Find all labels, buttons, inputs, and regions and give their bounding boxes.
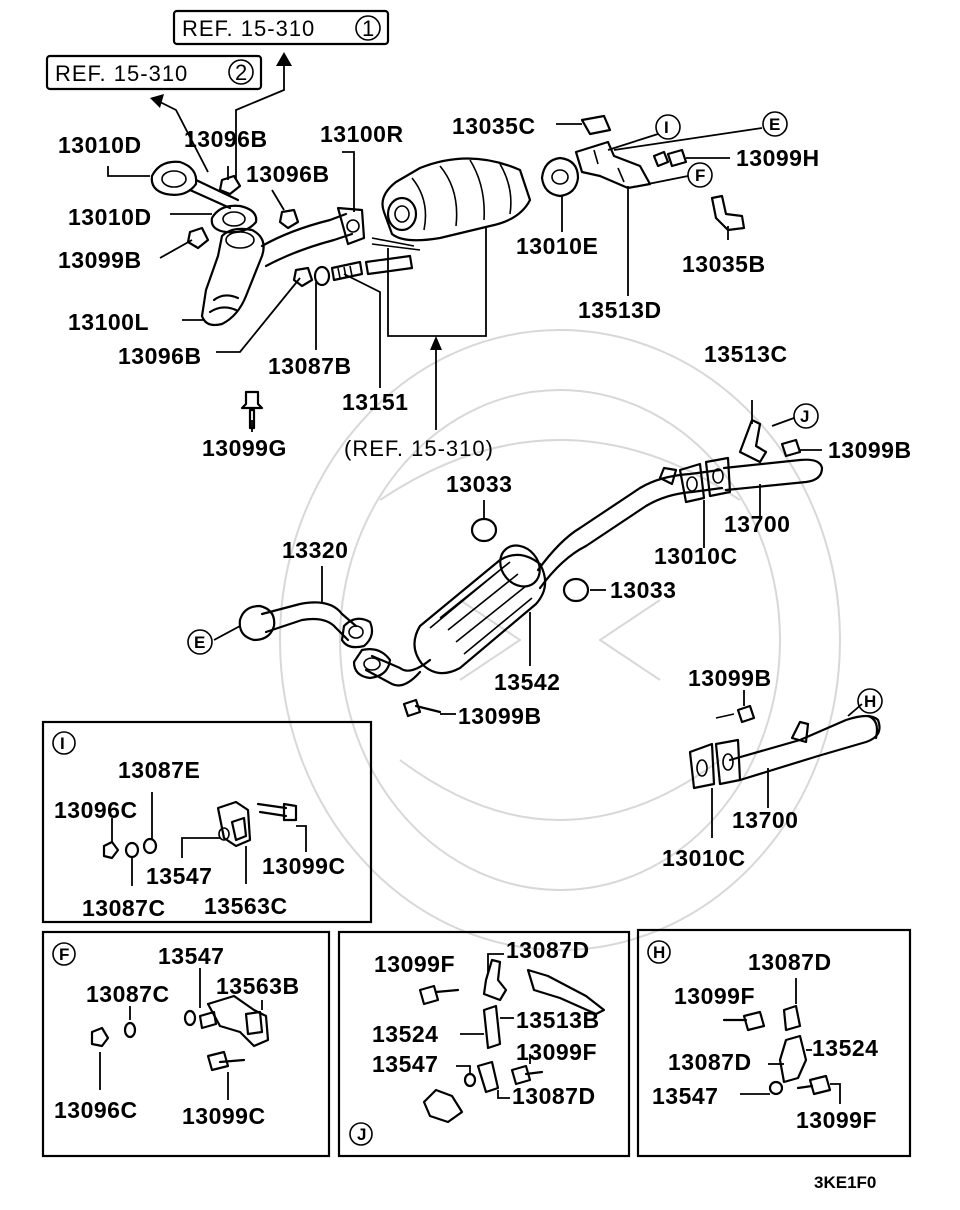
label-13151: 13151 (342, 389, 408, 415)
ref-box-1: REF. 15-310 1 (172, 9, 390, 46)
detail-I-label-13087E: 13087E (118, 757, 200, 783)
label-13700-lower: 13700 (732, 807, 798, 833)
ref-box-2: REF. 15-310 2 (45, 54, 263, 91)
detail-box-F: F 13547 13087C 13563B 13096C 13099C (41, 930, 331, 1158)
callout-E: E (769, 115, 780, 134)
detail-F-label-13087C: 13087C (86, 981, 170, 1007)
label-13100R: 13100R (320, 121, 404, 147)
detail-I-letter: I (60, 734, 65, 753)
rear-pipe-lower (688, 704, 881, 790)
detail-F-label-13563B: 13563B (216, 973, 300, 999)
label-13096B-b: 13096B (246, 161, 330, 187)
detail-H-label-13087D-a: 13087D (748, 949, 832, 975)
detail-H-label-13087D-b: 13087D (668, 1049, 752, 1075)
detail-H-label-13099F-a: 13099F (674, 983, 755, 1009)
label-13099B-b: 13099B (828, 437, 912, 463)
hanger-upper-right (540, 114, 746, 232)
callout-J: J (800, 407, 809, 426)
catalytic-converter (371, 157, 532, 251)
detail-J-label-13099F-a: 13099F (374, 951, 455, 977)
ref-2-number: 2 (235, 60, 248, 85)
pipe-13320 (238, 601, 374, 649)
detail-J-label-13524: 13524 (372, 1021, 438, 1047)
label-13513C: 13513C (704, 341, 788, 367)
detail-J-label-13547: 13547 (372, 1051, 438, 1077)
callout-E-lower: E (194, 633, 205, 652)
detail-J-label-13513B: 13513B (516, 1007, 600, 1033)
label-13096B-a: 13096B (184, 126, 268, 152)
label-13096B-c: 13096B (118, 343, 202, 369)
label-13010D-lower: 13010D (68, 204, 152, 230)
callout-H: H (864, 692, 876, 711)
detail-I-label-13547: 13547 (146, 863, 212, 889)
label-13010D-upper: 13010D (58, 132, 142, 158)
detail-J-label-13087D-a: 13087D (506, 937, 590, 963)
label-13099H: 13099H (736, 145, 820, 171)
ref-1-text: REF. 15-310 (182, 16, 315, 41)
detail-F-letter: F (59, 945, 69, 964)
callout-I: I (664, 118, 669, 137)
label-13087B: 13087B (268, 353, 352, 379)
label-13099G: 13099G (202, 435, 287, 461)
label-13099B-d: 13099B (688, 665, 772, 691)
ref-arrows (150, 52, 292, 180)
ref-3-text: (REF. 15-310) (344, 436, 494, 461)
leader-lines (107, 123, 863, 838)
detail-I-label-13099C: 13099C (262, 853, 346, 879)
detail-H-label-13547: 13547 (652, 1083, 718, 1109)
detail-box-H: H 13087D 13099F 13524 13087D 13547 13099… (636, 928, 912, 1158)
detail-F-label-13547: 13547 (158, 943, 224, 969)
detail-J-label-13099F-b: 13099F (516, 1039, 597, 1065)
label-13033-a: 13033 (446, 471, 512, 497)
label-13033-b: 13033 (610, 577, 676, 603)
label-13700-upper: 13700 (724, 511, 790, 537)
label-13099B-c: 13099B (458, 703, 542, 729)
detail-box-I: I 13087E 13096C 13547 13099C 13087C 1356… (41, 720, 373, 924)
detail-H-label-13099F-b: 13099F (796, 1107, 877, 1133)
detail-H-label-13524: 13524 (812, 1035, 878, 1061)
callout-circles: I E F J E H (187, 111, 883, 714)
front-pipe-assembly (150, 160, 414, 430)
part-labels: 13010D 13096B 13096B 13100R 13010D 13099… (58, 113, 912, 871)
watermark-emblem (279, 329, 841, 951)
ref-2-text: REF. 15-310 (55, 61, 188, 86)
label-13100L: 13100L (68, 309, 149, 335)
detail-F-label-13099C: 13099C (182, 1103, 266, 1129)
detail-box-J: J 13099F 13087D 13524 13513B 13099F 1354… (337, 930, 631, 1158)
label-13010C-lower: 13010C (662, 845, 746, 871)
detail-I-label-13096C: 13096C (54, 797, 138, 823)
label-13320: 13320 (282, 537, 348, 563)
detail-H-letter: H (653, 943, 665, 962)
diagram-code: 3KE1F0 (814, 1173, 876, 1192)
label-13513D: 13513D (578, 297, 662, 323)
label-13542: 13542 (494, 669, 560, 695)
label-13035C: 13035C (452, 113, 536, 139)
label-13035B: 13035B (682, 251, 766, 277)
ref-1-number: 1 (362, 16, 375, 41)
detail-J-letter: J (357, 1125, 366, 1144)
detail-I-label-13563C: 13563C (204, 893, 288, 919)
detail-J-label-13087D-b: 13087D (512, 1083, 596, 1109)
detail-F-label-13096C: 13096C (54, 1097, 138, 1123)
detail-I-label-13087C: 13087C (82, 895, 166, 921)
label-13010E: 13010E (516, 233, 598, 259)
label-13099B-a: 13099B (58, 247, 142, 273)
callout-F: F (695, 166, 705, 185)
label-13010C-upper: 13010C (654, 543, 738, 569)
